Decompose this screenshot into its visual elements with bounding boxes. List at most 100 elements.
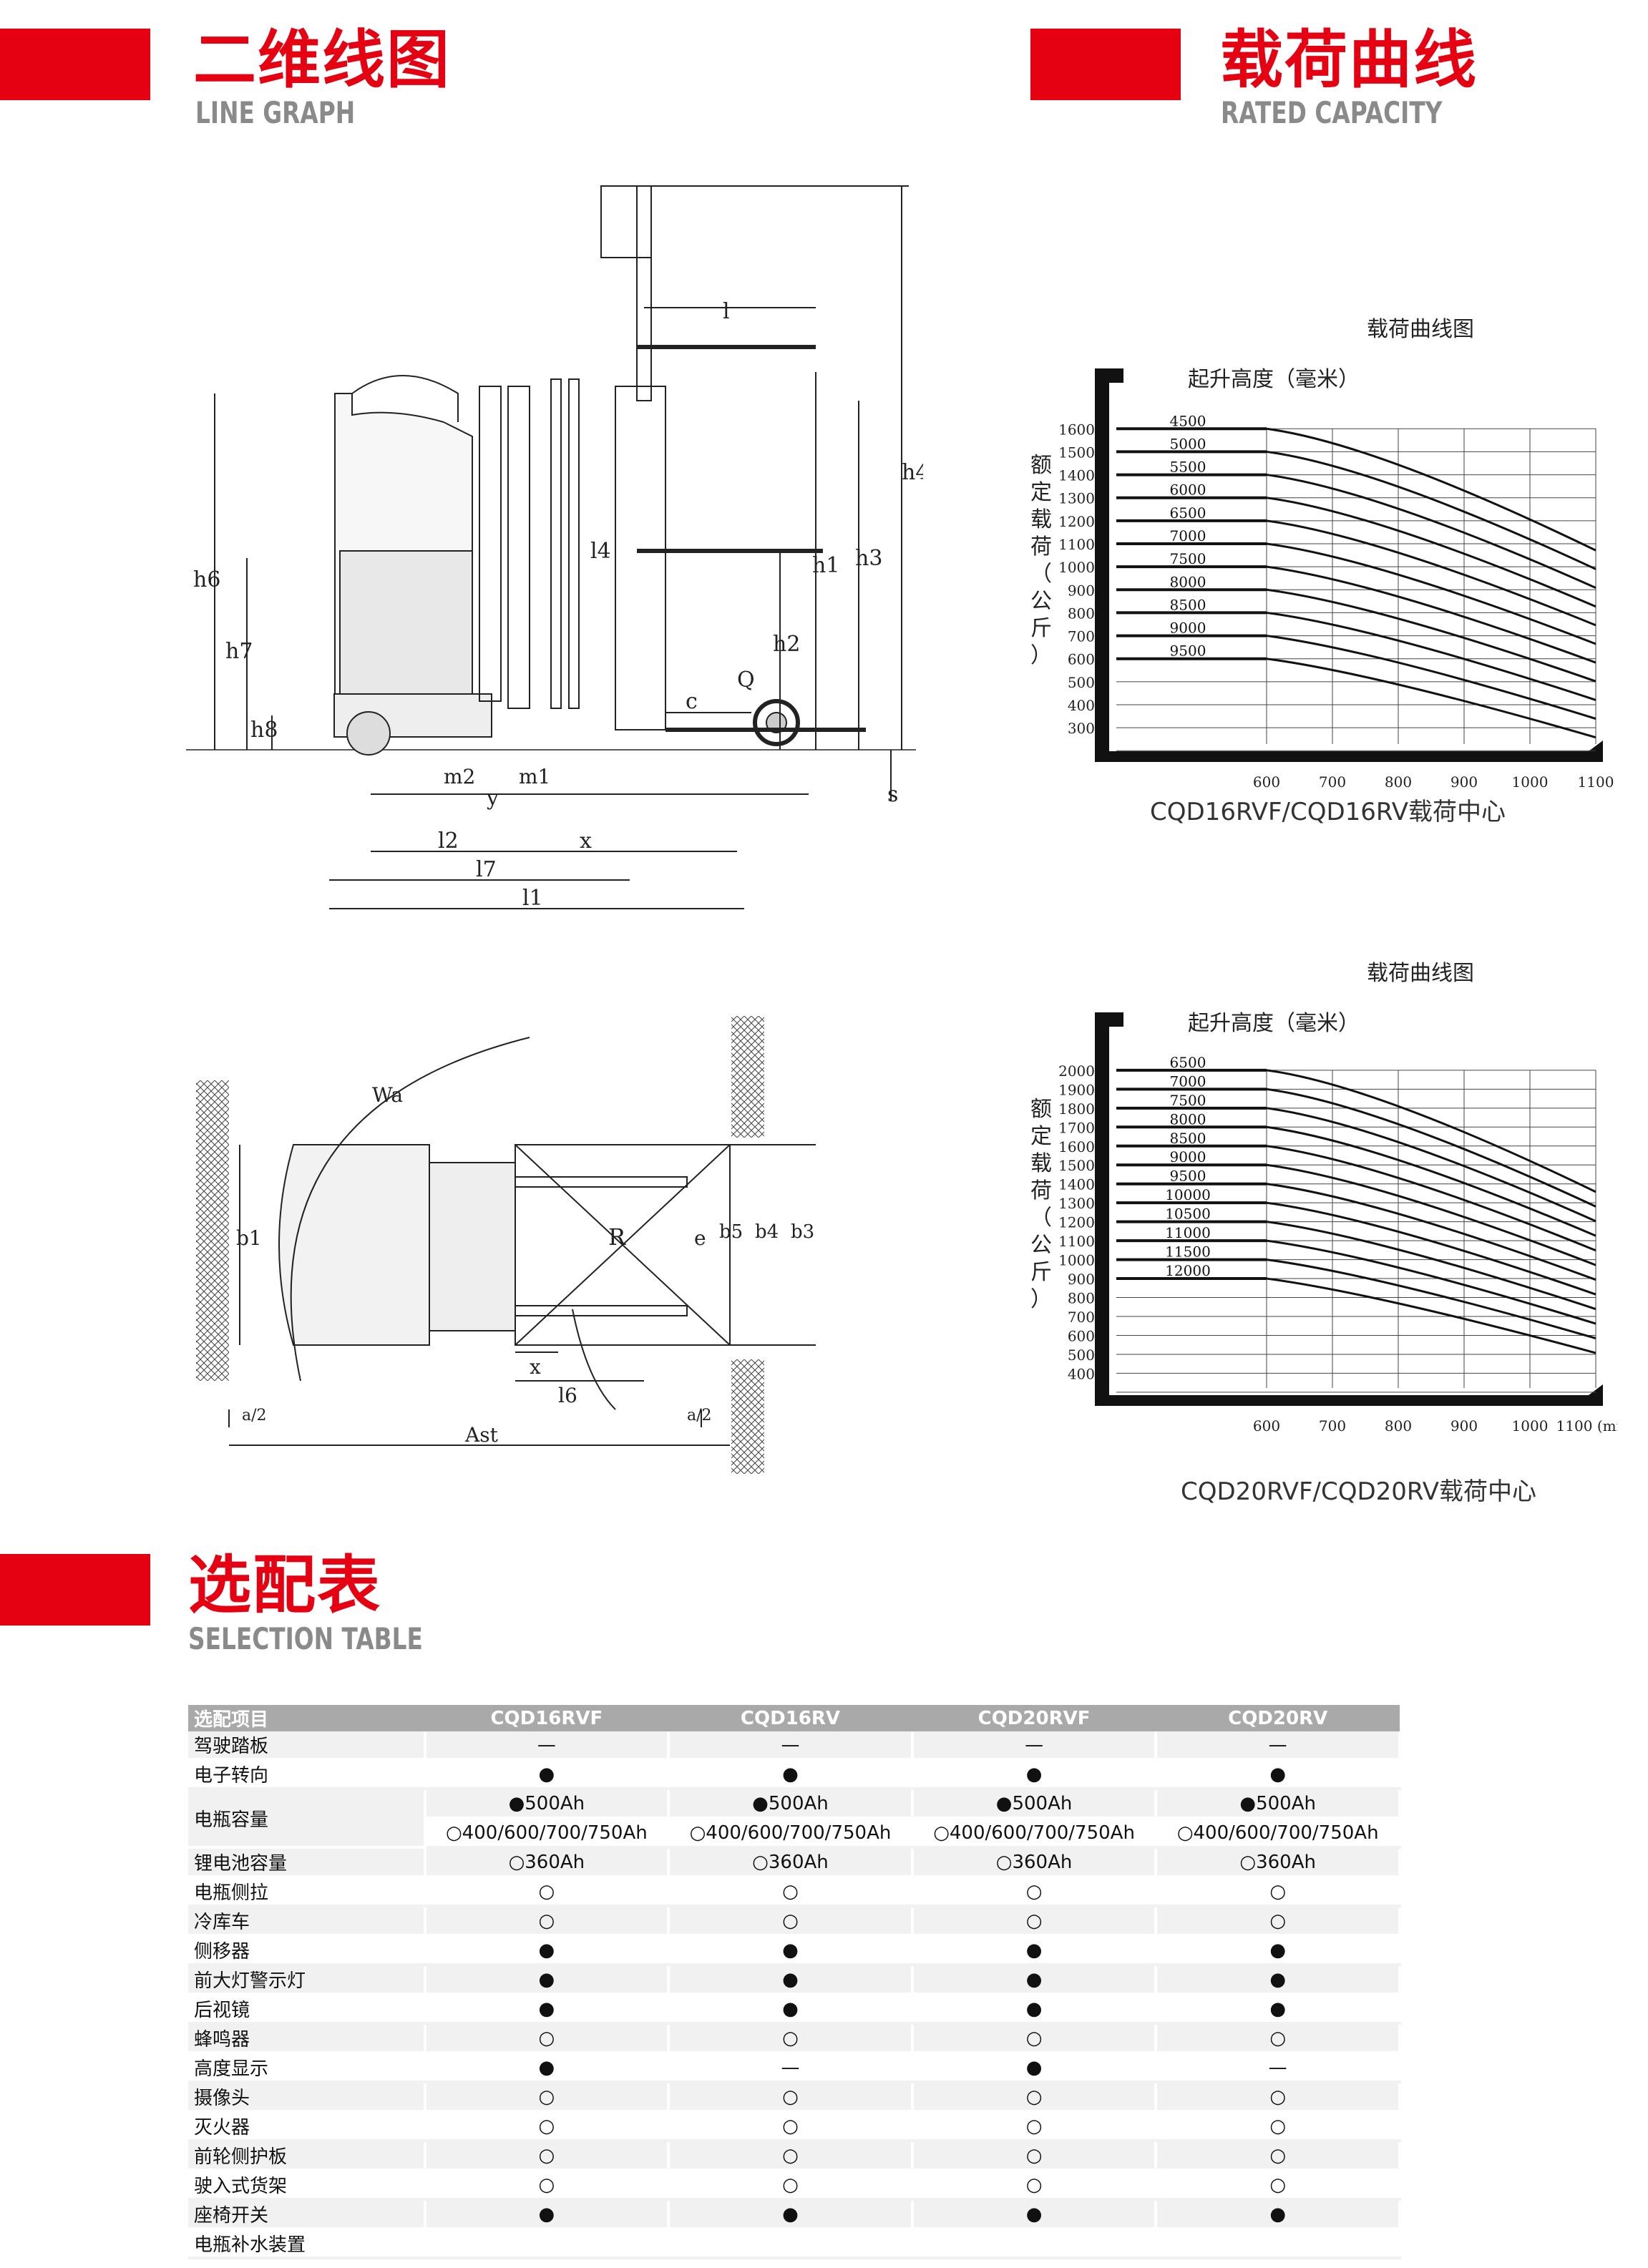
- series-curve: [1266, 427, 1596, 552]
- table-cell-label: 电瓶容量: [188, 1789, 426, 1849]
- y-tick-label: 1900: [1058, 1081, 1095, 1098]
- dim-label-h3: h3: [855, 546, 882, 571]
- table-row: 电子转向●●●●: [188, 1759, 1401, 1790]
- table-cell: ●: [912, 1994, 1158, 2025]
- y-axis-label-char: （: [1030, 562, 1052, 587]
- y-tick-label: 500: [1068, 1346, 1095, 1364]
- y-tick-label: 600: [1068, 1327, 1095, 1344]
- table-cell: ○: [668, 2082, 914, 2113]
- table-cell: ○400/600/700/750Ah: [1156, 1818, 1401, 1849]
- table-cell: ○: [912, 1906, 1158, 1937]
- table-cell: ○: [1156, 1877, 1401, 1907]
- table-cell-label: 前大灯警示灯: [188, 1965, 426, 1995]
- dim-label-l2: l2: [438, 828, 459, 854]
- table-cell-label: 后视镜: [188, 1994, 426, 2025]
- top-label-R: R: [608, 1223, 626, 1251]
- table-cell: ○: [912, 2111, 1158, 2142]
- table-cell: ●: [424, 1965, 671, 1995]
- table-header: CQD20RVF: [912, 1705, 1156, 1731]
- series-curve: [1266, 474, 1596, 589]
- table-row: 驾驶踏板————: [188, 1731, 1401, 1761]
- dim-label-h6: h6: [193, 567, 220, 592]
- y-tick-label: 700: [1068, 1309, 1095, 1326]
- series-curve: [1266, 635, 1596, 720]
- table-cell: ○: [912, 2023, 1158, 2054]
- x-tick-label: 700: [1319, 773, 1346, 791]
- series-label: 11000: [1165, 1224, 1211, 1241]
- table-cell: ●: [912, 1965, 1158, 1995]
- series-label: 10000: [1165, 1186, 1211, 1203]
- table-cell: ●: [668, 1759, 914, 1790]
- top-label-e: e: [694, 1226, 706, 1250]
- table-cell: ●: [424, 2053, 671, 2083]
- table-cell: ●: [668, 1994, 914, 2025]
- table-header: 选配项目: [188, 1705, 425, 1731]
- table-cell: ●: [668, 2199, 914, 2230]
- table-cell: ●: [424, 1759, 671, 1790]
- table-cell: ○360Ah: [424, 1847, 671, 1878]
- top-view-drawing: Wa b1 R e b5 b4 b3 x l6 a/2 a/2 Ast: [186, 1009, 816, 1481]
- dim-label-m2: m2: [444, 765, 475, 788]
- series-curve: [1266, 611, 1596, 701]
- table-cell: ●: [424, 1994, 671, 2025]
- table-cell: ●500Ah: [1156, 1789, 1401, 1819]
- rated-capacity-title: 载荷曲线: [1220, 23, 1478, 97]
- series-curve: [1266, 497, 1596, 608]
- y-tick-label: 2000: [1058, 1062, 1095, 1080]
- table-cell: ○: [424, 1877, 671, 1907]
- y-tick-label: 1500: [1058, 444, 1095, 461]
- series-curve: [1266, 1221, 1596, 1311]
- y-axis-label-char: ）: [1030, 643, 1052, 668]
- table-cell-label: 电子转向: [188, 1759, 426, 1790]
- top-label-a2-left: a/2: [242, 1407, 267, 1424]
- table-cell: ○: [912, 2170, 1158, 2201]
- series-curve: [1266, 1069, 1596, 1193]
- table-row: 电瓶容量●500Ah●500Ah●500Ah●500Ah: [188, 1789, 1401, 1849]
- table-cell: ○: [1156, 2023, 1401, 2054]
- line-graph-title: 二维线图: [193, 23, 452, 97]
- dim-label-s: s: [887, 782, 898, 807]
- table-cell: [424, 2229, 671, 2259]
- table-cell-label: 前轮侧护板: [188, 2141, 426, 2171]
- y-tick-label: 900: [1068, 582, 1095, 599]
- series-curve: [1266, 1183, 1596, 1281]
- x-tick-label: 900: [1450, 773, 1478, 791]
- table-cell: ○: [1156, 2141, 1401, 2171]
- y-tick-label: 900: [1068, 1271, 1095, 1288]
- table-cell-label: 电瓶侧拉: [188, 1877, 426, 1907]
- dim-label-h7: h7: [225, 639, 253, 664]
- table-cell-label: 蜂鸣器: [188, 2023, 426, 2054]
- table-cell: —: [1156, 1731, 1401, 1761]
- table-cell: ○: [424, 2141, 671, 2171]
- x-tick-label: 800: [1385, 1417, 1412, 1434]
- x-tick-label: 1000: [1512, 773, 1549, 791]
- table-row: 前大灯警示灯●●●●: [188, 1965, 1401, 1995]
- top-label-Wa: Wa: [372, 1083, 403, 1107]
- x-tick-label: 900: [1450, 1417, 1478, 1434]
- table-cell: ○: [1156, 2111, 1401, 2142]
- series-label: 7500: [1170, 1092, 1206, 1109]
- series-curve: [1266, 1277, 1596, 1354]
- table-cell: ○: [1156, 2170, 1401, 2201]
- table-cell: ●: [1156, 1935, 1401, 1966]
- series-label: 6000: [1170, 482, 1206, 499]
- y-tick-label: 1400: [1058, 1176, 1095, 1193]
- selection-table: 选配项目 CQD16RVF CQD16RV CQD20RVF CQD20RV 驾…: [188, 1705, 1401, 2259]
- table-cell: ●500Ah: [668, 1789, 914, 1819]
- top-label-b5: b5: [719, 1221, 743, 1243]
- top-label-x: x: [530, 1355, 541, 1379]
- table-cell-label: 驾驶踏板: [188, 1731, 426, 1761]
- table-cell: ○: [1156, 2082, 1401, 2113]
- table-cell: ○360Ah: [912, 1847, 1158, 1878]
- table-header: CQD16RVF: [424, 1705, 669, 1731]
- series-label: 6500: [1170, 1054, 1206, 1071]
- chart-height-label: 起升高度（毫米）: [1188, 1011, 1360, 1036]
- table-cell: ○: [912, 2082, 1158, 2113]
- x-tick-label: 1000: [1512, 1417, 1549, 1434]
- table-cell: ●: [1156, 1759, 1401, 1790]
- y-tick-label: 1800: [1058, 1100, 1095, 1118]
- x-tick-label: 1100: [1578, 773, 1614, 791]
- table-cell: [912, 2229, 1158, 2259]
